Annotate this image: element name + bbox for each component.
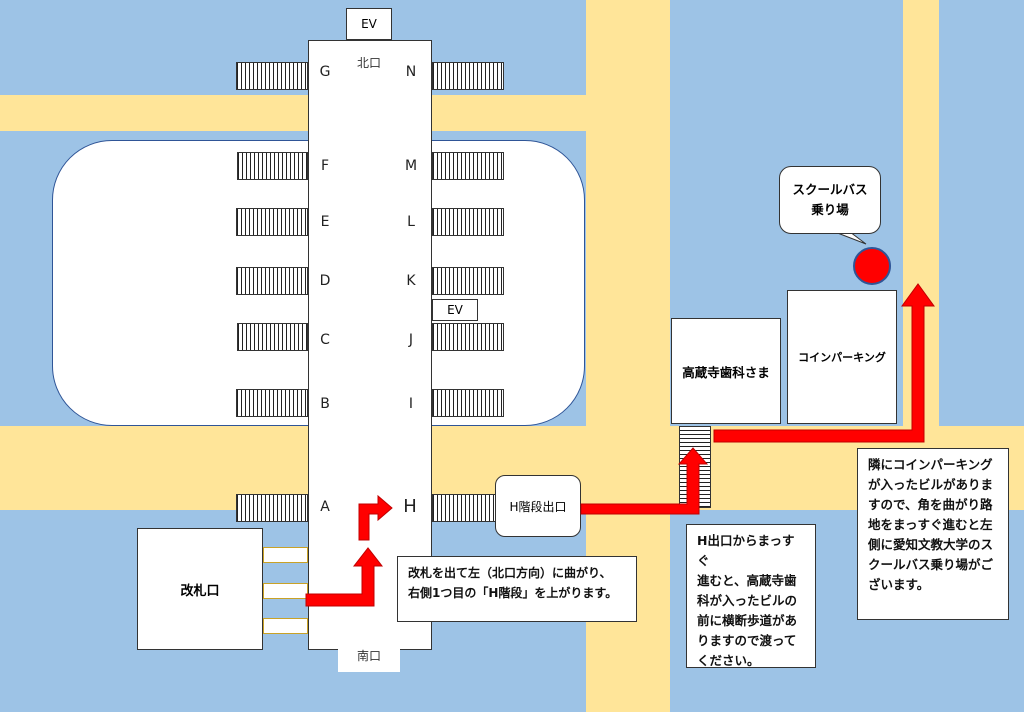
bus-stop-marker	[853, 247, 891, 285]
stair-letter-c: C	[320, 332, 330, 348]
stair-letter-h: H	[403, 496, 417, 517]
note3-line: 地をまっすぐ進むと左	[868, 517, 993, 532]
gate-connector-3	[263, 618, 308, 634]
stair-letter-k: K	[406, 273, 416, 289]
route-arrow-bus	[713, 283, 935, 443]
note3-line: ざいます。	[868, 577, 930, 592]
note2-line: 前に横断歩道があ	[697, 613, 798, 628]
stair-l-right	[432, 208, 504, 236]
ticket-gate: 改札口	[137, 528, 263, 650]
stair-letter-j: J	[408, 332, 414, 348]
stair-n-right	[432, 62, 504, 90]
note3-line: クールバス乗り場がご	[868, 557, 994, 572]
stair-c-left	[237, 323, 308, 351]
stair-i-right	[432, 389, 504, 417]
note3-line: が入ったビルがありま	[868, 477, 994, 492]
stair-k-right	[432, 267, 504, 295]
stair-letter-l: L	[407, 214, 415, 230]
bus-stop-callout: スクールバス 乗り場	[779, 166, 881, 234]
stair-letter-n: N	[405, 64, 417, 80]
stair-e-left	[236, 208, 308, 236]
note-directions-3: 隣にコインパーキング が入ったビルがありま すので、角を曲がり路 地をまっすぐ進…	[857, 448, 1009, 620]
gate-connector-2	[263, 583, 308, 599]
south-exit-label: 南口	[338, 638, 400, 672]
stair-letter-e: E	[320, 214, 330, 230]
note1-line1: 改札を出て左（北口方向）に曲がり、	[408, 566, 612, 580]
note2-line: ください。	[697, 653, 760, 668]
bus-stop-line1: スクールバス	[792, 182, 868, 197]
stair-letter-m: M	[404, 158, 418, 174]
stair-j-right	[432, 323, 504, 351]
dental-clinic-building: 高蔵寺歯科さま	[671, 318, 781, 424]
note3-line: すので、角を曲がり路	[868, 497, 993, 512]
stair-a-left	[236, 494, 308, 522]
road-north	[0, 95, 586, 131]
ev-mid-label: EV	[432, 299, 478, 321]
station-building	[308, 40, 432, 650]
stair-letter-g: G	[319, 64, 331, 80]
stair-h-right	[432, 494, 496, 522]
note3-line: 隣にコインパーキング	[868, 457, 993, 472]
stair-letter-i: I	[408, 396, 414, 412]
note2-line: H出口からまっすぐ	[697, 533, 795, 568]
route-arrow-h-exit	[580, 447, 709, 515]
route-arrow-gate	[305, 547, 384, 607]
route-arrow-h	[358, 494, 393, 541]
note3-line: 側に愛知文教大学のス	[868, 537, 994, 552]
h-exit: H階段出口	[495, 475, 581, 537]
stair-letter-b: B	[320, 396, 330, 412]
note2-line: 科が入ったビルの	[697, 593, 798, 608]
north-exit-label: 北口	[356, 55, 381, 70]
note-directions-1: 改札を出て左（北口方向）に曲がり、 右側1つ目の「H階段」を上がります。	[397, 556, 637, 622]
ev-top-label: EV	[346, 8, 392, 40]
stair-d-left	[236, 267, 308, 295]
stair-f-left	[237, 152, 308, 180]
stair-g-left	[236, 62, 308, 90]
note1-line2: 右側1つ目の「H階段」を上がります。	[408, 586, 618, 600]
stair-letter-d: D	[319, 273, 331, 289]
stair-b-left	[236, 389, 308, 417]
coin-parking-building: コインパーキング	[787, 290, 897, 424]
bus-stop-line2: 乗り場	[811, 202, 849, 217]
stair-letter-f: F	[320, 158, 330, 174]
note-directions-2: H出口からまっすぐ 進むと、高蔵寺歯 科が入ったビルの 前に横断歩道があ ります…	[686, 524, 816, 668]
note2-line: りますので渡って	[697, 633, 797, 648]
stair-m-right	[432, 152, 504, 180]
stair-letter-a: A	[320, 499, 330, 515]
note2-line: 進むと、高蔵寺歯	[697, 573, 797, 588]
gate-connector-1	[263, 547, 308, 563]
